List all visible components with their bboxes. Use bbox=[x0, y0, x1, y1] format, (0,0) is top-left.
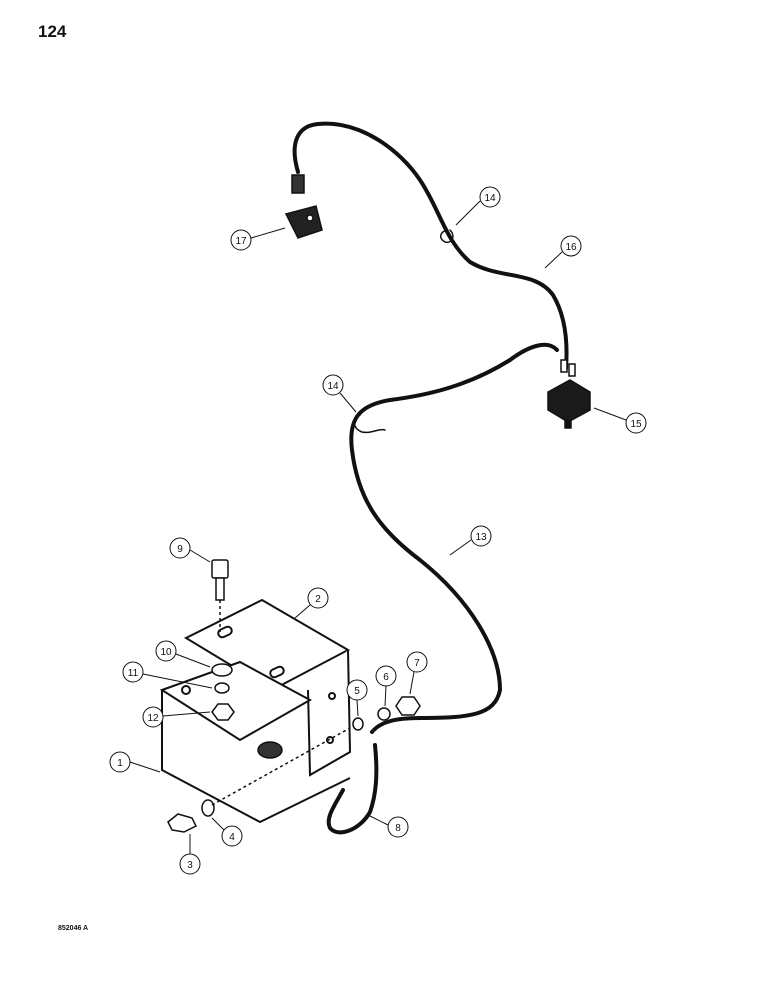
callout-11: 11 bbox=[122, 661, 213, 689]
callout-3: 3 bbox=[179, 834, 201, 875]
callout-2: 2 bbox=[294, 587, 329, 619]
svg-text:5: 5 bbox=[354, 686, 360, 697]
svg-text:2: 2 bbox=[315, 594, 321, 605]
svg-text:8: 8 bbox=[395, 823, 401, 834]
wire-tie-upper bbox=[439, 229, 454, 244]
pressure-switch bbox=[547, 359, 591, 429]
svg-text:17: 17 bbox=[235, 236, 247, 247]
callout-1: 1 bbox=[109, 751, 161, 773]
callout-9: 9 bbox=[169, 537, 211, 563]
callout-17: 17 bbox=[230, 227, 286, 251]
terminal-post bbox=[257, 741, 283, 759]
callout-5: 5 bbox=[346, 679, 368, 717]
nut-7 bbox=[395, 696, 421, 716]
svg-text:1: 1 bbox=[117, 758, 123, 769]
bracket-assembly bbox=[159, 598, 352, 824]
svg-text:7: 7 bbox=[414, 658, 420, 669]
svg-text:12: 12 bbox=[147, 713, 159, 724]
upper-cable bbox=[292, 121, 569, 370]
callout-12: 12 bbox=[142, 706, 211, 728]
svg-text:4: 4 bbox=[229, 832, 235, 843]
hex-nut bbox=[211, 703, 235, 721]
lower-cable bbox=[349, 342, 559, 734]
figure-code: 852046 A bbox=[58, 925, 89, 932]
svg-text:16: 16 bbox=[565, 242, 577, 253]
callout-6: 6 bbox=[375, 665, 397, 707]
svg-text:13: 13 bbox=[475, 532, 487, 543]
ground-strap bbox=[326, 743, 379, 835]
page-number: 124 bbox=[38, 22, 67, 41]
cap-screw-head bbox=[211, 559, 229, 579]
svg-text:10: 10 bbox=[160, 647, 172, 658]
svg-text:9: 9 bbox=[177, 544, 183, 555]
svg-text:15: 15 bbox=[630, 419, 642, 430]
flat-washer bbox=[211, 663, 233, 677]
callout-14-lower: 14 bbox=[322, 374, 357, 413]
callout-13: 13 bbox=[449, 525, 492, 556]
svg-text:3: 3 bbox=[187, 860, 193, 871]
callout-10: 10 bbox=[155, 640, 211, 668]
cap-screw-shank bbox=[215, 577, 225, 601]
callout-15: 15 bbox=[593, 407, 647, 434]
callout-14-upper: 14 bbox=[455, 186, 501, 226]
callout-4: 4 bbox=[211, 817, 243, 847]
svg-text:14: 14 bbox=[327, 381, 339, 392]
washer-4 bbox=[201, 799, 215, 817]
callout-16: 16 bbox=[544, 235, 582, 269]
bolt bbox=[167, 813, 198, 833]
svg-text:6: 6 bbox=[383, 672, 389, 683]
svg-text:11: 11 bbox=[128, 668, 139, 679]
lock-washer-6 bbox=[377, 707, 391, 721]
callout-7: 7 bbox=[406, 651, 428, 695]
washer-5 bbox=[352, 717, 364, 731]
spade-connector bbox=[284, 174, 323, 239]
cable-harness bbox=[292, 121, 569, 835]
hardware bbox=[167, 559, 421, 833]
callout-8: 8 bbox=[367, 814, 409, 838]
lock-washer bbox=[214, 682, 230, 694]
callout-group: 1 2 3 4 5 6 7 8 9 10 11 12 13 14 14 15 1… bbox=[109, 186, 647, 875]
svg-text:14: 14 bbox=[484, 193, 496, 204]
wire-tie-lower bbox=[353, 414, 386, 434]
